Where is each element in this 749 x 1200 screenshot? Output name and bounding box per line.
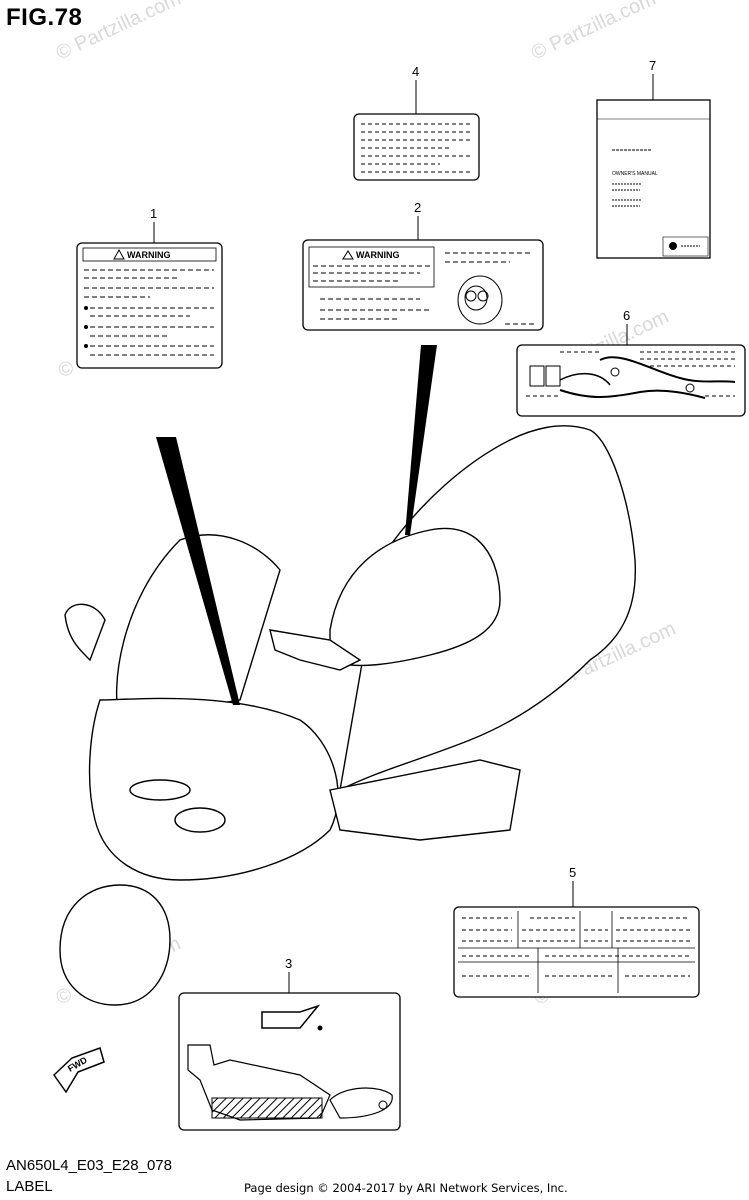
label-4: 4 — [353, 64, 480, 181]
label-7-owners-manual: 7 OWNER'S MANUAL — [596, 58, 711, 259]
label-2: 2 WARNING — [302, 200, 544, 331]
svg-text:© Partzilla.com: © Partzilla.com — [53, 0, 184, 65]
scooter-outline — [59, 425, 637, 1006]
fwd-arrow: FWD — [53, 1047, 105, 1094]
leader-label-1 — [156, 437, 240, 705]
callout-1: 1 — [150, 206, 157, 221]
label-6: 6 — [516, 308, 746, 417]
figure-subtitle: LABEL — [6, 1178, 53, 1195]
warning-text: WARNING — [127, 250, 171, 260]
copyright-credit: Page design © 2004-2017 by ARI Network S… — [244, 1181, 568, 1195]
svg-text:WARNING: WARNING — [356, 250, 400, 260]
owners-manual-text: OWNER'S MANUAL — [612, 171, 658, 177]
figure-code: AN650L4_E03_E28_078 — [6, 1157, 172, 1174]
callout-4: 4 — [412, 64, 419, 79]
callout-2: 2 — [414, 200, 421, 215]
callout-6: 6 — [623, 308, 630, 323]
callout-3: 3 — [285, 956, 292, 971]
figure-title: FIG.78 — [6, 4, 83, 31]
callout-7: 7 — [649, 58, 656, 73]
label-1: 1 WARNING — [76, 206, 223, 369]
callout-5: 5 — [569, 865, 576, 880]
label-5: 5 — [453, 865, 700, 998]
leader-label-2 — [405, 345, 437, 535]
label-3: 3 — [178, 956, 401, 1131]
svg-text:© Partzilla.com: © Partzilla.com — [528, 0, 659, 65]
